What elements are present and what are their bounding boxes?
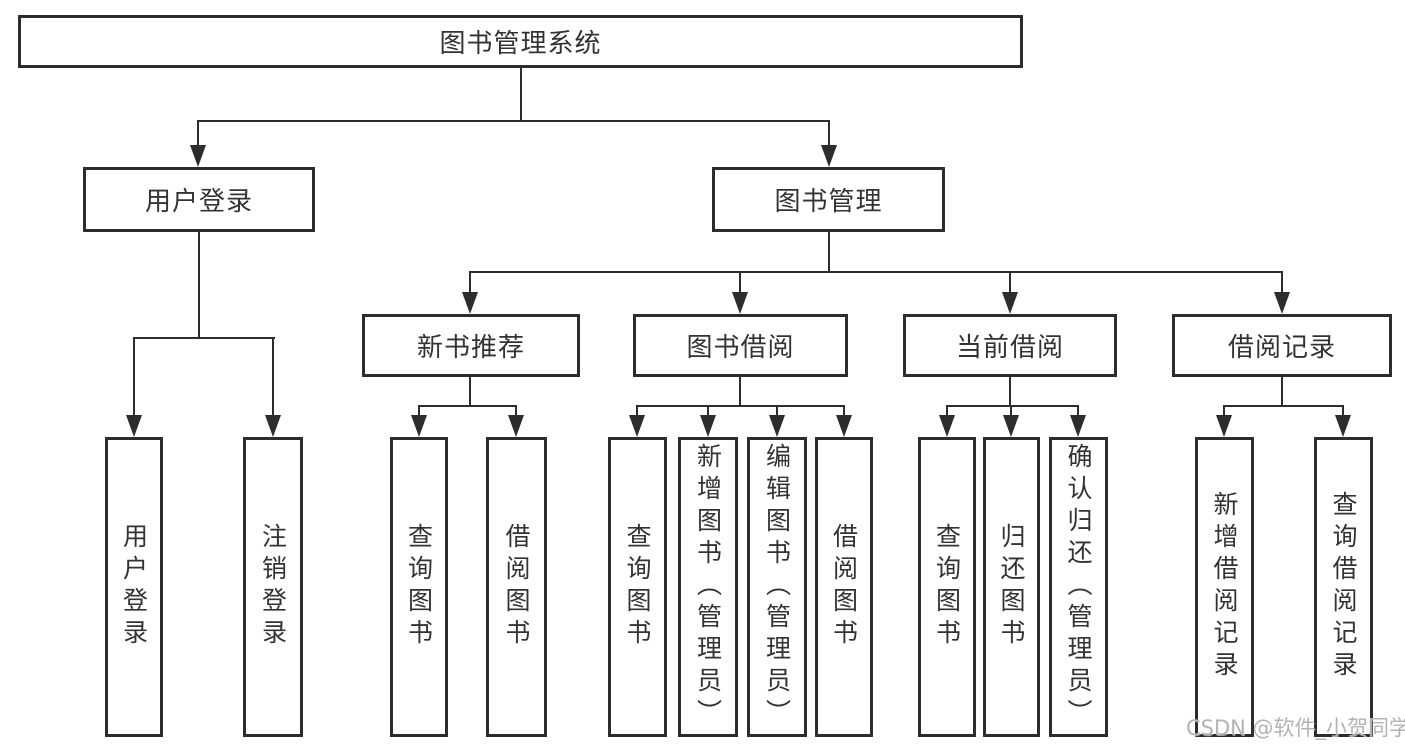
arrowhead-down-icon: [411, 415, 427, 437]
node-label: 新书推荐: [416, 333, 525, 363]
arrowhead-down-icon: [821, 145, 837, 167]
connector-current-stem: [1009, 377, 1011, 407]
arrowhead-down-icon: [700, 415, 716, 437]
connector-drop-leaf-user-login: [133, 337, 135, 417]
connector-drop: [707, 405, 709, 417]
leaf-logout: 注销登录: [243, 437, 303, 737]
arrowhead-down-icon: [732, 292, 748, 314]
node-label: 当前借阅: [955, 333, 1064, 363]
connector-new-rec-stem: [469, 377, 471, 407]
leaf-label: 借阅图书: [502, 523, 531, 651]
arrowhead-down-icon: [1003, 415, 1019, 437]
leaf-label: 查询图书: [404, 523, 434, 651]
connector-book-mgmt-bar: [469, 271, 1283, 273]
arrowhead-down-icon: [629, 415, 645, 437]
node-root-library-system: 图书管理系统: [18, 15, 1023, 68]
arrowhead-down-icon: [1216, 415, 1232, 437]
connector-drop: [515, 405, 517, 417]
leaf-label: 归还图书: [997, 523, 1026, 651]
arrowhead-down-icon: [265, 415, 281, 437]
leaf-label: 确认归还（管理员）: [1064, 443, 1093, 731]
arrowhead-down-icon: [1274, 292, 1290, 314]
leaf-label: 查询图书: [932, 523, 962, 651]
leaf-query-borrow-record: 查询借阅记录: [1314, 437, 1373, 737]
connector-drop-leaf-logout: [272, 337, 274, 417]
connector-drop: [946, 405, 948, 417]
arrowhead-down-icon: [126, 415, 142, 437]
leaf-edit-book-admin: 编辑图书（管理员）: [747, 437, 807, 737]
csdn-watermark: CSDN @软件_小贺同学: [1186, 716, 1405, 740]
connector-user-login-bar: [133, 337, 275, 339]
arrowhead-down-icon: [190, 145, 206, 167]
connector-root-stem: [520, 68, 522, 122]
node-book-borrowing: 图书借阅: [633, 314, 848, 377]
leaf-label: 新增图书（管理员）: [693, 443, 723, 731]
node-borrowing-records: 借阅记录: [1172, 314, 1392, 377]
connector-drop: [1010, 405, 1012, 417]
node-label: 图书管理: [774, 187, 883, 217]
arrowhead-down-icon: [1335, 415, 1351, 437]
arrowhead-down-icon: [769, 415, 785, 437]
leaf-query-books-recommend: 查询图书: [390, 437, 448, 737]
connector-drop: [418, 405, 420, 417]
arrowhead-down-icon: [462, 292, 478, 314]
leaf-confirm-return-admin: 确认归还（管理员）: [1049, 437, 1108, 737]
node-label: 用户登录: [144, 187, 253, 217]
leaf-add-book-admin: 新增图书（管理员）: [678, 437, 738, 737]
leaf-label: 新增借阅记录: [1210, 491, 1239, 683]
connector-records-bar: [1223, 405, 1344, 407]
connector-drop: [1077, 405, 1079, 417]
arrowhead-down-icon: [836, 415, 852, 437]
leaf-label: 编辑图书（管理员）: [762, 443, 792, 731]
connector-drop-book-mgmt: [828, 120, 830, 147]
leaf-user-login: 用户登录: [105, 437, 163, 737]
leaf-query-books-borrowing: 查询图书: [608, 437, 667, 737]
connector-borrowing-stem: [739, 377, 741, 407]
leaf-label: 借阅图书: [829, 523, 859, 651]
connector-book-mgmt-stem: [828, 232, 830, 273]
node-current-borrowing: 当前借阅: [903, 314, 1117, 377]
node-new-book-recommend: 新书推荐: [362, 314, 580, 377]
connector-drop: [1223, 405, 1225, 417]
connector-borrowing-bar: [636, 405, 845, 407]
connector-current-bar: [946, 405, 1079, 407]
connector-drop: [843, 405, 845, 417]
node-label: 图书管理系统: [439, 29, 602, 59]
leaf-borrow-books-recommend: 借阅图书: [486, 437, 547, 737]
connector-drop-records: [1281, 271, 1283, 294]
connector-drop-user-login: [197, 120, 199, 147]
arrowhead-down-icon: [939, 415, 955, 437]
arrowhead-down-icon: [1002, 292, 1018, 314]
leaf-borrow-books-borrowing: 借阅图书: [815, 437, 873, 737]
leaf-query-books-current: 查询图书: [918, 437, 976, 737]
arrowhead-down-icon: [1070, 415, 1086, 437]
connector-user-login-stem: [198, 232, 200, 339]
arrowhead-down-icon: [508, 415, 524, 437]
leaf-label: 用户登录: [119, 523, 149, 651]
connector-drop-borrowing: [739, 271, 741, 294]
leaf-label: 查询借阅记录: [1329, 491, 1358, 683]
node-book-management: 图书管理: [712, 167, 945, 232]
connector-records-stem: [1281, 377, 1283, 407]
connector-drop: [776, 405, 778, 417]
connector-new-rec-bar: [418, 405, 517, 407]
leaf-label: 注销登录: [258, 523, 288, 651]
leaf-return-books: 归还图书: [983, 437, 1040, 737]
connector-root-bar: [197, 120, 830, 122]
connector-drop: [1342, 405, 1344, 417]
leaf-add-borrow-record: 新增借阅记录: [1195, 437, 1254, 737]
leaf-label: 查询图书: [623, 523, 652, 651]
connector-drop-new-rec: [469, 271, 471, 294]
connector-drop: [636, 405, 638, 417]
node-label: 借阅记录: [1227, 333, 1336, 363]
node-label: 图书借阅: [686, 333, 795, 363]
connector-drop-current: [1009, 271, 1011, 294]
node-user-login: 用户登录: [83, 167, 315, 232]
